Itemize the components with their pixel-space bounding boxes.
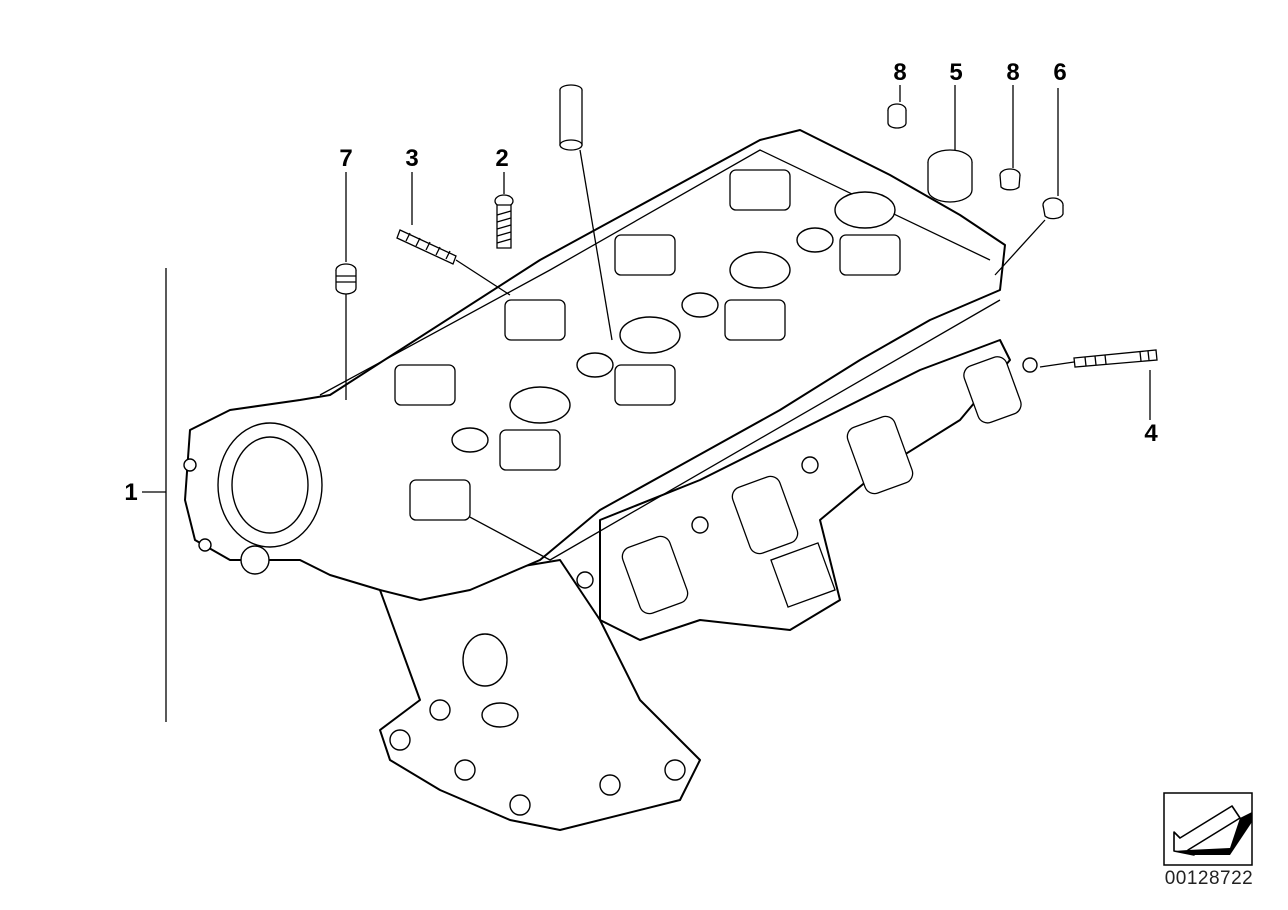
callout-4: 4 [1144, 420, 1158, 447]
callout-8a: 8 [893, 59, 906, 86]
callout-5: 5 [949, 59, 962, 86]
bolt-part-2[interactable] [494, 194, 514, 249]
leader-lines [142, 85, 1151, 722]
sleeve-dowel[interactable] [559, 84, 583, 151]
callout-3: 3 [405, 145, 418, 172]
stud-part-3[interactable] [396, 229, 457, 265]
cylinder-head[interactable] [183, 129, 1038, 831]
orientation-box [1163, 792, 1253, 866]
document-id: 00128722 [1165, 868, 1254, 889]
screw-plug-part-7[interactable] [335, 263, 357, 295]
stud-part-4[interactable] [1073, 349, 1158, 368]
callout-1: 1 [124, 479, 137, 506]
callout-2: 2 [495, 145, 508, 172]
screw-plug-part-8b[interactable] [999, 168, 1021, 191]
callout-8b: 8 [1006, 59, 1019, 86]
callout-6: 6 [1053, 59, 1066, 86]
screw-plug-part-8a[interactable] [887, 103, 907, 129]
arrow-icon [1173, 805, 1252, 856]
screw-plug-part-6[interactable] [1042, 197, 1064, 220]
callout-7: 7 [339, 145, 352, 172]
plug-part-5[interactable] [927, 149, 973, 203]
